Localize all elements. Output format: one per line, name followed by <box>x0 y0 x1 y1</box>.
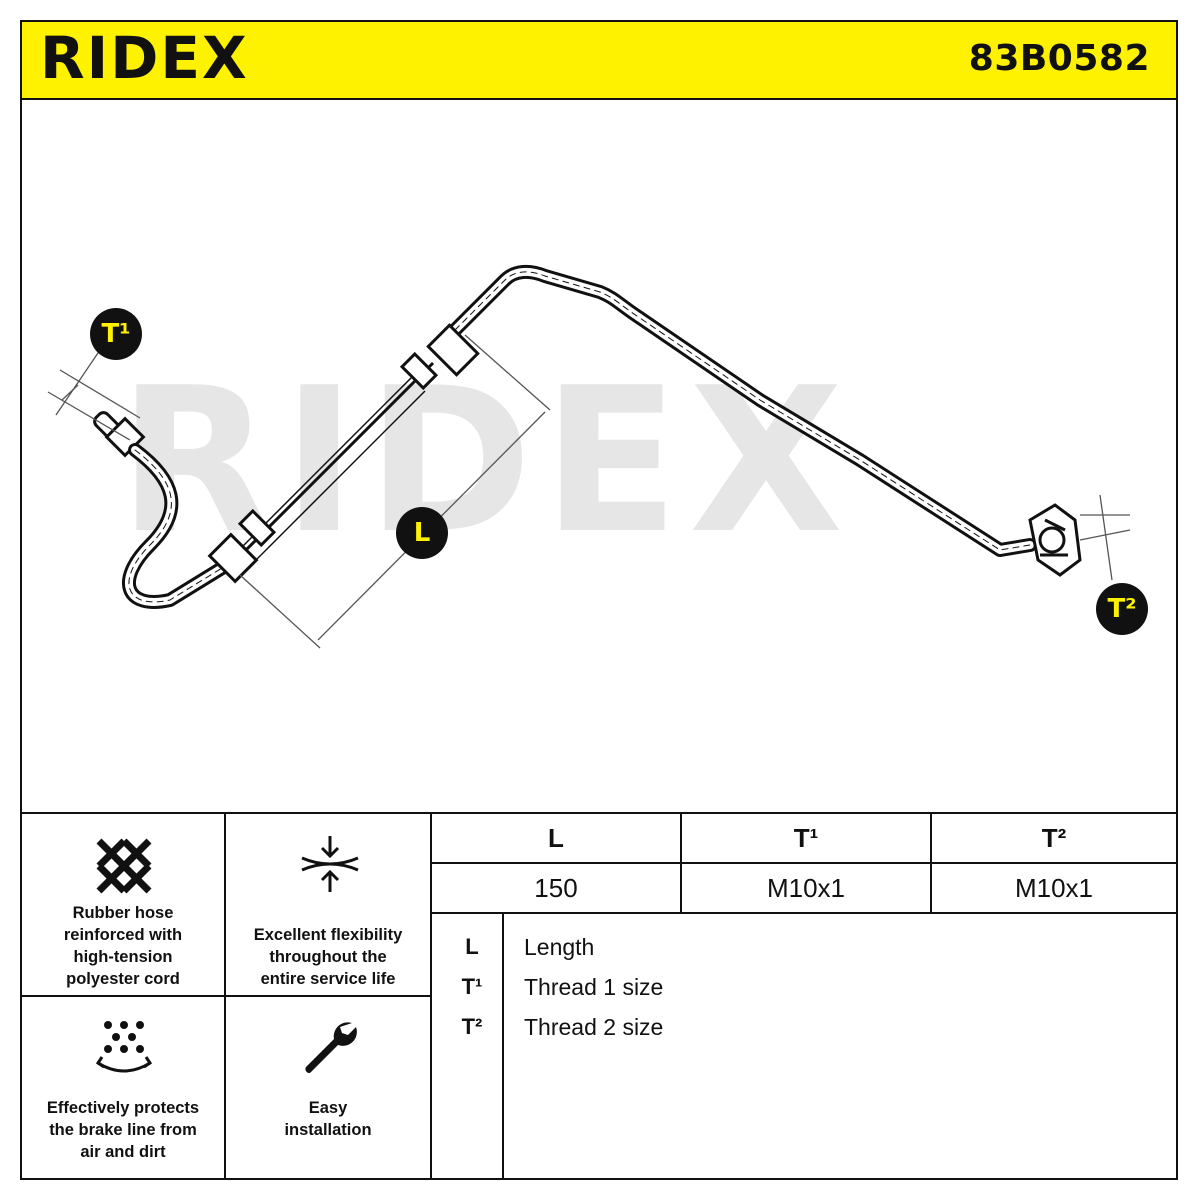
feature-line: Effectively protects <box>46 1099 200 1117</box>
feature-line: the brake line from <box>49 1121 197 1139</box>
crosshatch-cord-icon <box>96 838 152 894</box>
ridex-logo: RIDEX <box>40 28 249 88</box>
wrench-icon <box>305 1022 357 1074</box>
feature-line: entire service life <box>260 970 396 988</box>
feature-line: polyester cord <box>66 970 180 988</box>
feature-line: throughout the <box>269 948 387 966</box>
compression-arrows-icon <box>301 836 359 892</box>
fitting-t2 <box>1028 503 1082 577</box>
feature-line: high-tension <box>73 948 173 966</box>
feature-flexibility: Excellent flexibility throughout the ent… <box>224 812 432 997</box>
legend-key-l: L <box>465 934 479 959</box>
callout-l: L <box>396 507 448 559</box>
part-number: 83B0582 <box>968 38 1150 79</box>
spec-header-t1: T¹ <box>682 814 932 864</box>
legend-label-t1: Thread 1 size <box>524 974 664 1000</box>
spec-header-t2: T² <box>932 814 1176 864</box>
legend-key-t2: T² <box>461 1014 483 1039</box>
legend-label-l: Length <box>524 934 595 960</box>
feature-protection: Effectively protects the brake line from… <box>20 995 226 1180</box>
dimension-lines <box>47 334 1131 649</box>
watermark-logo: RIDEX <box>118 345 853 578</box>
feature-line: reinforced with <box>63 926 183 944</box>
feature-installation: Easy installation <box>224 995 432 1180</box>
callout-t1: T¹ <box>90 308 142 360</box>
callout-t2: T² <box>1096 583 1148 635</box>
spec-header-l: L <box>432 814 682 864</box>
spec-table: L T¹ T² 150 M10x1 M10x1 L Length T¹ Thre… <box>430 812 1178 1180</box>
feature-line: Easy <box>308 1099 348 1117</box>
feature-line: air and dirt <box>80 1143 166 1161</box>
brake-line-tube <box>121 264 1037 609</box>
spec-value-t2: M10x1 <box>932 864 1176 914</box>
dirt-shield-icon <box>95 1021 153 1073</box>
feature-line: Excellent flexibility <box>253 926 403 944</box>
feature-line: Rubber hose <box>72 904 174 922</box>
legend-label-t2: Thread 2 size <box>524 1014 664 1040</box>
feature-reinforced-cord: Rubber hose reinforced with high-tension… <box>20 812 226 997</box>
spec-value-t1: M10x1 <box>682 864 932 914</box>
rubber-hose <box>207 323 480 584</box>
spec-value-l: 150 <box>432 864 682 914</box>
legend-key-t1: T¹ <box>461 974 483 999</box>
legend-divider <box>502 914 504 1178</box>
logo-text: RIDEX <box>40 28 249 88</box>
feature-line: installation <box>284 1121 372 1139</box>
